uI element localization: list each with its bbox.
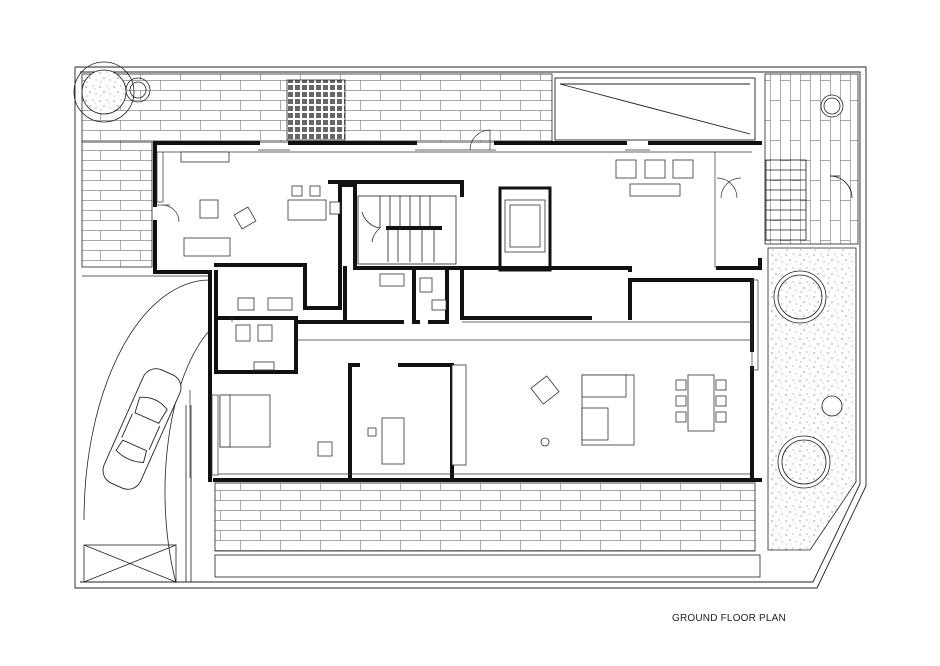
paving-areas bbox=[81, 73, 859, 578]
paving-east bbox=[764, 73, 859, 245]
car bbox=[102, 368, 182, 490]
pool bbox=[554, 77, 756, 141]
furniture bbox=[180, 151, 727, 466]
east-steps bbox=[765, 159, 853, 241]
gravel-garden bbox=[767, 94, 857, 551]
fireplace bbox=[498, 186, 552, 272]
grid-planter bbox=[286, 79, 346, 141]
drawing-caption: GROUND FLOOR PLAN bbox=[672, 613, 786, 624]
interior-lines bbox=[155, 129, 752, 478]
paving-west bbox=[81, 141, 153, 268]
window-reveals bbox=[156, 151, 759, 476]
staircase bbox=[357, 195, 457, 265]
driveway bbox=[82, 275, 211, 584]
paving-south bbox=[214, 482, 756, 552]
shrub bbox=[821, 395, 843, 417]
nw-trees bbox=[73, 61, 151, 123]
south-strip bbox=[214, 554, 761, 578]
site-boundary bbox=[74, 66, 867, 589]
